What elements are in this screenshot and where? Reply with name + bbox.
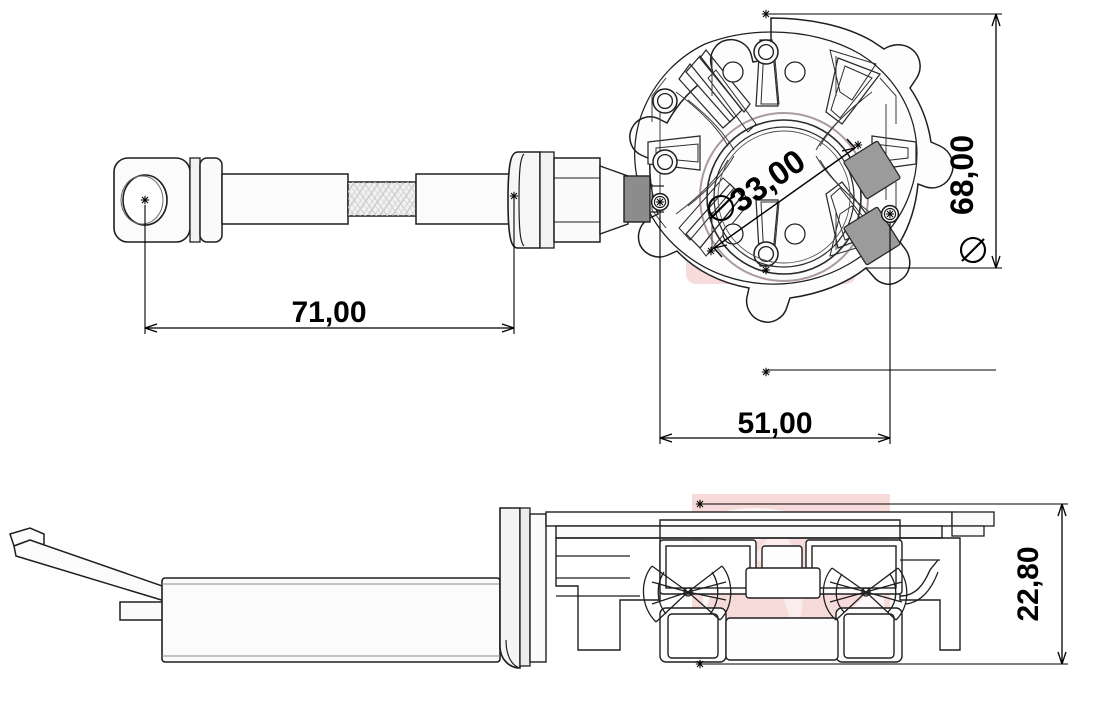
dimension-68 — [761, 9, 1002, 269]
dimension-33 — [706, 138, 863, 258]
grommet — [507, 151, 629, 249]
mounting-holes — [652, 39, 806, 267]
lead-cable-2 — [415, 173, 523, 225]
brush-spring-left — [642, 565, 732, 623]
dimension-51-label: 51,00 — [737, 407, 812, 440]
brush-block-upper — [843, 140, 901, 200]
brush-holder-profile — [545, 511, 961, 663]
terminal-block — [623, 175, 651, 223]
dimension-71-label: 71,00 — [291, 296, 366, 329]
brush-plate-inner-contour — [634, 31, 918, 285]
flange — [499, 507, 547, 669]
mount-tab-right — [951, 511, 995, 537]
dimension-71 — [144, 191, 519, 334]
dimension-51 — [659, 211, 996, 444]
lead-cable — [221, 173, 349, 225]
braided-section — [347, 181, 417, 217]
dimension-2280-label: 22,80 — [1012, 546, 1045, 621]
brush-spring-right — [822, 567, 908, 621]
dimension-68-label: 68,00 — [944, 135, 980, 215]
ring-terminal — [113, 157, 223, 243]
view-top: 71,00 33,00 68,00 — [113, 9, 1002, 444]
centre-mark-terminal — [140, 195, 150, 205]
diameter-symbol-68 — [959, 236, 987, 264]
brush-plate-ribs — [651, 56, 897, 250]
lead-assembly — [113, 151, 664, 249]
view-bottom: 22,80 — [9, 494, 1068, 669]
diameter-symbol-33 — [707, 194, 735, 222]
dimension-2280 — [695, 499, 1068, 669]
solenoid-body — [161, 577, 501, 663]
